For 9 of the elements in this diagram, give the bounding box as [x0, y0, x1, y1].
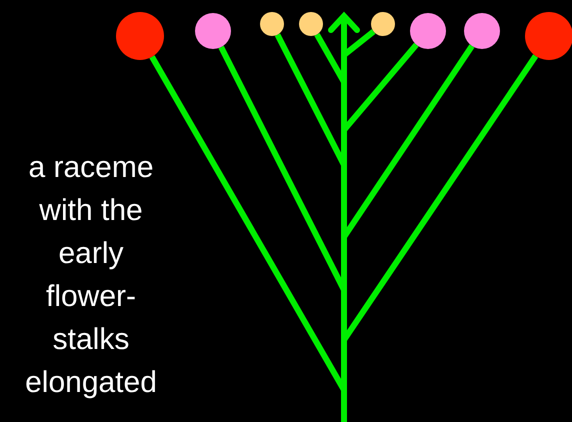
flower-dot — [116, 12, 164, 60]
flower-dot — [299, 12, 323, 36]
flower-dot — [195, 13, 231, 49]
flower-dot — [371, 12, 395, 36]
caption-text: a raceme with the early flower-stalks elongated — [24, 150, 158, 401]
flower-dot — [525, 12, 572, 60]
flower-dot — [410, 13, 446, 49]
flower-dot — [260, 12, 284, 36]
flower-dot — [464, 13, 500, 49]
